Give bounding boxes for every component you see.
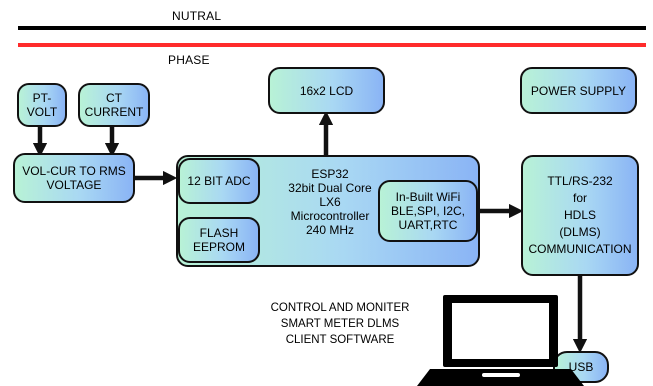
esp32-line: LX6: [319, 195, 341, 209]
wifi-text: In-Built WiFi BLE,SPI, I2C, UART,RTC: [391, 190, 465, 232]
flash-eeprom-block: FLASH EEPROM: [178, 217, 260, 263]
wifi-block: In-Built WiFi BLE,SPI, I2C, UART,RTC: [378, 180, 478, 242]
ttl-rs232-text: TTL/RS-232 for HDLS (DLMS) COMMUNICATION: [528, 173, 631, 258]
flash-eeprom-line: EEPROM: [192, 240, 245, 254]
pt-volt-text: PT- VOLT: [27, 91, 57, 119]
software-caption-line: CONTROL AND MONITER: [270, 302, 410, 314]
neutral-label: NUTRAL: [172, 9, 222, 23]
esp32-line: ESP32: [311, 167, 349, 181]
wifi-line: In-Built WiFi: [395, 190, 461, 204]
adc-label: 12 BIT ADC: [187, 174, 251, 188]
vol-cur-to-rms-line: VOLTAGE: [46, 178, 102, 192]
software-caption: CONTROL AND MONITER SMART METER DLMS CLI…: [240, 300, 440, 348]
ttl-rs232-line: COMMUNICATION: [528, 242, 632, 256]
phase-label: PHASE: [168, 53, 210, 67]
ct-current-block: CT CURRENT: [78, 83, 150, 127]
adc-block: 12 BIT ADC: [178, 158, 260, 204]
ttl-rs232-line: (DLMS): [559, 225, 601, 239]
lcd-block: 16x2 LCD: [268, 67, 385, 114]
software-caption-line: CLIENT SOFTWARE: [285, 334, 395, 346]
esp32-line: Microcontroller: [290, 209, 370, 223]
neutral-wire: [18, 26, 646, 30]
vol-cur-to-rms-block: VOL-CUR TO RMS VOLTAGE: [13, 153, 135, 203]
ct-current-line: CURRENT: [84, 105, 144, 119]
ct-current-line: CT: [105, 91, 122, 105]
wifi-line: BLE,SPI, I2C,: [390, 204, 466, 218]
phase-wire: [18, 43, 646, 47]
esp32-line: 240 MHz: [305, 223, 355, 237]
pt-volt-line: PT-: [32, 91, 52, 105]
power-supply-label: POWER SUPPLY: [530, 83, 627, 98]
ct-current-text: CT CURRENT: [85, 91, 144, 119]
ttl-rs232-line: for: [572, 191, 587, 205]
flash-eeprom-text: FLASH EEPROM: [193, 226, 245, 254]
vol-cur-to-rms-text: VOL-CUR TO RMS VOLTAGE: [22, 164, 126, 192]
ttl-rs232-line: HDLS: [563, 208, 596, 222]
software-caption-line: SMART METER DLMS: [280, 318, 400, 330]
esp32-line: 32bit Dual Core: [288, 181, 372, 195]
usb-label: USB: [568, 360, 594, 374]
wifi-line: UART,RTC: [398, 218, 458, 232]
lcd-label: 16x2 LCD: [299, 83, 354, 98]
vol-cur-to-rms-line: VOL-CUR TO RMS: [22, 164, 126, 178]
pt-volt-line: VOLT: [26, 105, 58, 119]
esp32-text: ESP32 32bit Dual Core LX6 Microcontrolle…: [278, 167, 382, 237]
usb-block: USB: [553, 351, 609, 383]
ttl-rs232-block: TTL/RS-232 for HDLS (DLMS) COMMUNICATION: [521, 155, 639, 276]
pt-volt-block: PT- VOLT: [17, 83, 67, 127]
flash-eeprom-line: FLASH: [199, 226, 239, 240]
power-supply-block: POWER SUPPLY: [520, 67, 637, 114]
ttl-rs232-line: TTL/RS-232: [547, 174, 613, 188]
